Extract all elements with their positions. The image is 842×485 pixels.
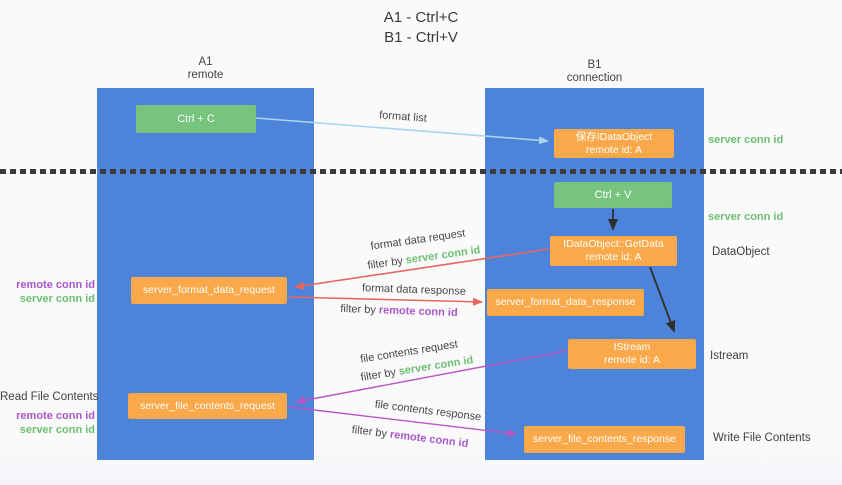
title-line-1: A1 - Ctrl+C <box>383 9 459 26</box>
server-conn-id-annotation-top: server conn id <box>708 134 784 146</box>
istream-line2: remote id: A <box>603 354 661 366</box>
istream-line1: IStream <box>613 341 651 353</box>
remote-conn-id-text: remote conn id <box>378 304 458 320</box>
diagram-title: A1 - Ctrl+C B1 - Ctrl+V <box>0 8 842 48</box>
save-dataobject-line1: 保存IDataObject <box>575 130 653 143</box>
istream-annotation: Istream <box>710 350 749 362</box>
filter-by-text: filter by <box>359 365 400 384</box>
istream-node: IStream remote id: A <box>568 339 696 369</box>
server-conn-id-annotation: server conn id <box>19 424 95 436</box>
filter-by-remote-conn-id-label-2: filter by remote conn id <box>351 424 469 450</box>
file-contents-response-label: file contents response <box>374 398 482 424</box>
file-request-label: server_file_contents_request <box>140 399 275 412</box>
getdata-node: IDataObject::GetData remote id: A <box>550 236 677 266</box>
filter-by-text: filter by <box>366 254 407 272</box>
format-data-response-arrow <box>288 296 483 306</box>
format-request-label: server_format_data_request <box>143 284 275 296</box>
ctrl-v-label: Ctrl + V <box>594 188 632 201</box>
getdata-line1: IDataObject::GetData <box>563 238 664 250</box>
left-column-name: A1 <box>198 56 213 68</box>
filter-by-text: filter by <box>351 423 391 441</box>
write-file-contents-annotation: Write File Contents <box>713 432 811 444</box>
file-response-label: server_file_contents_response <box>532 433 676 445</box>
save-dataobject-node: 保存IDataObject remote id: A <box>554 129 674 158</box>
format-request-node: server_format_data_request <box>131 277 287 304</box>
left-column-role: remote <box>187 69 224 81</box>
save-dataobject-line2: remote id: A <box>585 143 643 156</box>
getdata-line2: remote id: A <box>585 251 642 263</box>
remote-conn-id-text: remote conn id <box>389 428 469 451</box>
left-column-header: A1 remote <box>97 56 314 82</box>
server-conn-id-annotation: server conn id <box>19 293 95 305</box>
read-file-contents-annotation: Read File Contents <box>0 391 99 403</box>
format-response-label: server_format_data_response <box>495 296 636 308</box>
ctrl-c-node: Ctrl + C <box>136 105 256 133</box>
format-response-node: server_format_data_response <box>487 289 644 316</box>
conn-id-stack-top: remote conn id server conn id <box>0 278 95 306</box>
server-conn-id-text: server conn id <box>404 244 482 267</box>
filter-by-text: filter by <box>340 302 380 317</box>
remote-conn-id-annotation: remote conn id <box>16 279 95 291</box>
right-column-header: B1 connection <box>485 59 704 85</box>
format-data-response-label: format data response <box>361 282 467 298</box>
format-list-label: format list <box>378 109 428 125</box>
ctrl-v-node: Ctrl + V <box>554 182 672 208</box>
file-response-node: server_file_contents_response <box>524 426 685 453</box>
ctrl-c-label: Ctrl + C <box>177 112 215 125</box>
dataobject-annotation: DataObject <box>712 246 770 258</box>
right-column-name: B1 <box>587 59 602 71</box>
file-request-node: server_file_contents_request <box>128 393 287 419</box>
server-conn-id-annotation-mid: server conn id <box>708 211 784 223</box>
right-column-role: connection <box>566 72 623 84</box>
title-line-2: B1 - Ctrl+V <box>384 29 458 46</box>
conn-id-stack-bottom: remote conn id server conn id <box>0 409 95 437</box>
filter-by-remote-conn-id-label-1: filter by remote conn id <box>340 303 458 319</box>
remote-conn-id-annotation: remote conn id <box>16 410 95 422</box>
dotted-separator-line <box>0 169 842 174</box>
